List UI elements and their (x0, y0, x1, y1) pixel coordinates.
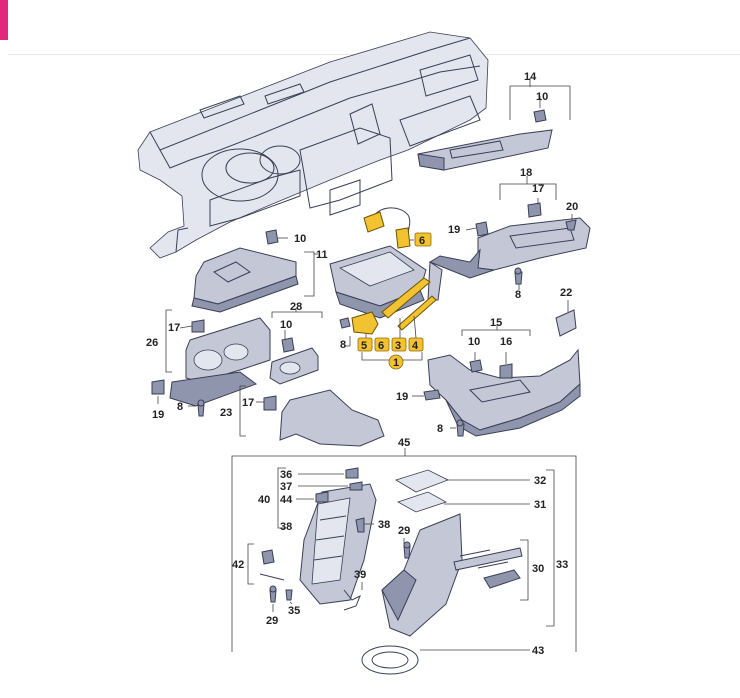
leader-lines (157, 78, 577, 652)
part-30-brackets (453, 547, 523, 589)
callout-5: 5 (361, 340, 367, 352)
part-37-clip (349, 481, 363, 491)
part-29-screw-a (403, 541, 411, 559)
part-38-screw (355, 517, 365, 533)
callout-8: 8 (437, 423, 443, 435)
callout-11: 11 (316, 249, 328, 261)
part-8-screw-c (197, 399, 205, 417)
callout-26: 26 (146, 337, 158, 349)
callout-38: 38 (280, 521, 292, 533)
callout-18: 18 (520, 167, 532, 179)
callout-labels: 14 10 18 17 20 19 8 22 15 10 16 19 8 10 … (146, 71, 578, 435)
callout-32: 32 (534, 475, 546, 487)
callout-40: 40 (258, 494, 270, 506)
callout-43: 43 (532, 645, 544, 657)
wiring-harness (363, 207, 411, 249)
callout-17: 17 (168, 322, 180, 334)
part-10-clip-c (265, 229, 279, 245)
part-10-clip-b (469, 359, 483, 373)
callout-29: 29 (398, 525, 410, 537)
part-19-clip-c (151, 379, 165, 395)
callout-14: 14 (524, 71, 537, 83)
callout-20: 20 (566, 201, 578, 213)
part-19-clip-a (475, 221, 489, 237)
callout-37: 37 (280, 481, 292, 493)
callout-19: 19 (152, 409, 164, 421)
callout-33: 33 (556, 559, 568, 571)
part-20-screw (565, 219, 577, 231)
part-43-boot (361, 645, 419, 675)
callout-8: 8 (515, 289, 521, 301)
callout-10: 10 (280, 319, 292, 331)
part-5-lock (339, 311, 379, 335)
part-15-lower-trim (427, 348, 581, 437)
part-4-strip (397, 295, 437, 331)
callout-10: 10 (294, 233, 306, 245)
part-19-clip-b (423, 389, 441, 401)
callout-3: 3 (395, 340, 401, 352)
glovebox-tray (329, 245, 427, 319)
callout-28: 28 (290, 301, 302, 313)
callout-8: 8 (340, 339, 346, 351)
callout-36: 36 (280, 469, 292, 481)
callout-16: 16 (500, 336, 512, 348)
part-36-clip (345, 467, 359, 479)
callout-30: 30 (532, 563, 544, 575)
callout-6: 6 (378, 340, 384, 352)
callout-44: 44 (280, 494, 293, 506)
callout-39: 39 (354, 569, 366, 581)
callout-22: 22 (560, 287, 572, 299)
part-26-surround (169, 317, 271, 407)
part-32-plate (395, 469, 449, 493)
callout-19: 19 (396, 391, 408, 403)
part-8-screw-a (514, 267, 523, 285)
part-31-plate (397, 491, 447, 513)
highlight-callouts: 6 5 6 3 4 1 (357, 232, 432, 370)
callout-4: 4 (412, 340, 419, 352)
callout-29: 29 (266, 615, 278, 627)
part-10-clip-d (281, 337, 295, 353)
part-14-shelf (417, 129, 553, 171)
console-side-33 (381, 513, 463, 637)
callout-31: 31 (534, 499, 546, 511)
part-10-clip-a (533, 109, 547, 123)
callout-10: 10 (536, 91, 548, 103)
console-bin-38 (299, 483, 377, 605)
callout-15: 15 (490, 317, 502, 329)
part-17-clip-a (527, 202, 542, 218)
part-23-knee-panel (279, 389, 385, 447)
callout-6: 6 (419, 235, 425, 247)
part-44-clip (315, 491, 329, 503)
part-17-clip-c (263, 395, 277, 411)
dashboard-body (137, 31, 489, 259)
console-callout-labels: 45 36 37 40 44 38 38 32 31 29 30 33 42 3… (232, 437, 568, 657)
callout-10: 10 (468, 336, 480, 348)
accent-bar (0, 0, 8, 40)
part-42-clips (259, 549, 285, 581)
callout-38: 38 (378, 519, 390, 531)
callout-1: 1 (393, 357, 399, 369)
part-11-trim (191, 247, 299, 313)
callout-19: 19 (448, 224, 460, 236)
callout-42: 42 (232, 559, 244, 571)
part-39-wire (343, 589, 361, 611)
callout-17: 17 (532, 183, 544, 195)
part-29-screw-b (269, 585, 277, 603)
callout-17: 17 (242, 397, 254, 409)
part-18-panel (427, 217, 591, 301)
part-16-clip (499, 363, 513, 379)
part-28-panel (269, 347, 319, 385)
callout-45: 45 (398, 437, 410, 449)
callout-35: 35 (288, 605, 300, 617)
part-35-pin (285, 589, 293, 601)
part-8-screw-b (456, 419, 465, 437)
part-22-cover (555, 309, 577, 337)
part-3-strip (381, 277, 431, 319)
part-17-clip-b (191, 319, 205, 333)
callout-23: 23 (220, 407, 232, 419)
callout-8: 8 (177, 401, 183, 413)
